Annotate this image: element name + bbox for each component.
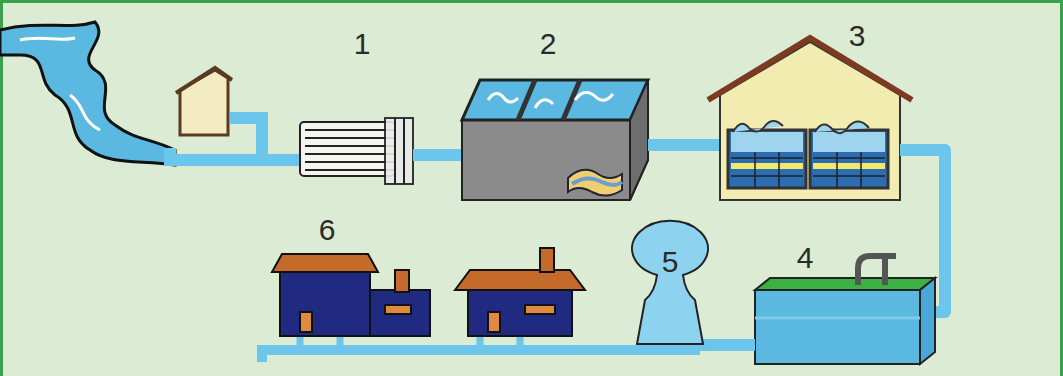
callout-number: 6	[319, 215, 336, 245]
callout-number: 5	[662, 247, 679, 277]
water-tower	[632, 221, 708, 344]
house	[272, 254, 430, 336]
screen-filter	[300, 118, 413, 184]
callout-number: 1	[354, 29, 371, 59]
house	[455, 248, 585, 336]
settling-basin	[462, 80, 648, 200]
callout-number: 3	[849, 21, 866, 51]
clear-water-tank	[755, 256, 935, 364]
callout-number: 2	[540, 29, 557, 59]
callout-number: 4	[797, 243, 814, 273]
filter-building	[708, 38, 912, 200]
